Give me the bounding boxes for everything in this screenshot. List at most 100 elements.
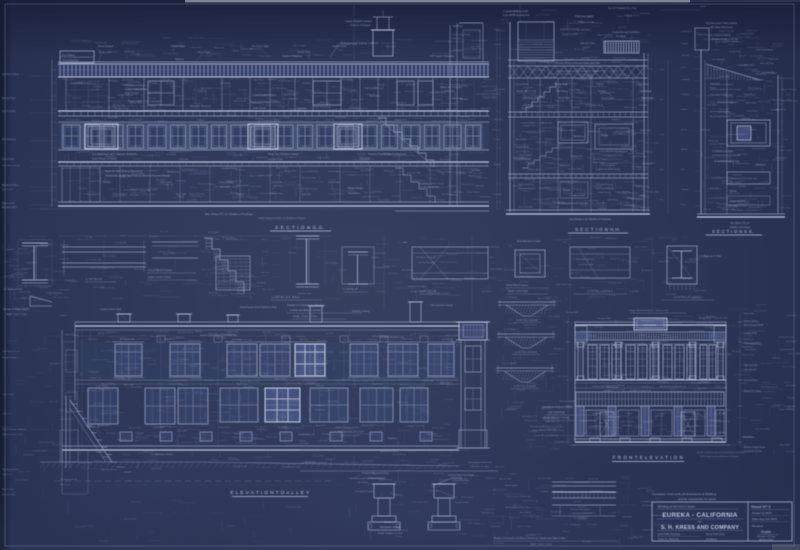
svg-text:4 x 5 ft Beam: 4 x 5 ft Beam [504,328,517,331]
svg-text:Concrete: Concrete [730,101,739,104]
svg-text:Terrazzo: Terrazzo [459,98,469,101]
svg-text:6-8 Copper Overflow: 6-8 Copper Overflow [430,54,454,58]
svg-text:Terrazzo: Terrazzo [305,383,314,386]
svg-text:2x4 Studs: 2x4 Studs [622,196,632,199]
svg-text:Tile Base: Tile Base [459,120,469,122]
svg-text:12 - 2 ft: 12 - 2 ft [160,230,168,233]
svg-text:Gravel Stop: Gravel Stop [603,419,615,422]
svg-text:Concrete: Concrete [577,506,586,509]
svg-text:I Beam 9 lbs: I Beam 9 lbs [363,380,375,382]
svg-text:Pipe Rail: Pipe Rail [267,365,276,367]
svg-text:Tile Base: Tile Base [602,414,612,416]
svg-text:Brick Wall: Brick Wall [513,158,523,160]
svg-text:Roof Rafters: Roof Rafters [62,54,76,57]
svg-text:Bond Course: Bond Course [574,436,587,438]
svg-text:Tile Base: Tile Base [640,197,650,199]
svg-text:3 ft: 3 ft [490,256,493,259]
svg-text:Anchor Bolts: Anchor Bolts [574,135,586,138]
svg-text:Wood Floor: Wood Floor [744,95,755,97]
svg-text:Lintel over: Lintel over [158,409,168,412]
svg-text:Steel Sash: Steel Sash [160,181,172,184]
svg-text:Copper Louvre: Copper Louvre [578,21,594,24]
svg-text:Bond Course: Bond Course [136,437,149,439]
svg-text:2x12 Joists 16 oc: 2x12 Joists 16 oc [39,441,56,444]
svg-text:Push Bars: Push Bars [691,413,700,415]
svg-text:Terrazzo: Terrazzo [645,151,654,153]
svg-text:Top Torn Sills: Top Torn Sills [744,364,758,367]
svg-text:Tile Base: Tile Base [732,351,742,353]
svg-text:Terrazzo: Terrazzo [603,76,612,78]
svg-text:Concrete: Concrete [633,184,642,187]
svg-text:Metal Lath: Metal Lath [600,92,611,95]
svg-text:Plastering Nº17: Plastering Nº17 [744,341,761,345]
svg-text:3x8 Rafters: 3x8 Rafters [689,258,700,261]
svg-text:10x12 Bond: 10x12 Bond [2,394,14,396]
svg-text:Copper Skylight moulded: Copper Skylight moulded [345,20,372,23]
svg-text:Metal Lath: Metal Lath [746,102,757,105]
svg-text:Gravel Stop: Gravel Stop [333,44,347,48]
svg-text:Copper Flashing: Copper Flashing [540,417,557,419]
svg-text:Copper Flashing: Copper Flashing [130,192,147,194]
svg-text:2x4 Wood Furring: 2x4 Wood Furring [125,84,145,87]
svg-text:Terrazzo: Terrazzo [459,478,468,480]
svg-text:Cement Finish: Cement Finish [741,32,756,35]
svg-text:Cast Iron Pipe: Cast Iron Pipe [580,42,595,45]
svg-text:Bond Course: Bond Course [148,155,161,157]
svg-text:Lintel over: Lintel over [182,441,192,444]
svg-text:Anchor Bolts: Anchor Bolts [772,159,784,162]
svg-text:Wood Floor: Wood Floor [131,501,142,503]
svg-text:Transparent Wire Glass in: Transparent Wire Glass in Ground or [530,425,564,428]
svg-text:I Beam 9 lbs: I Beam 9 lbs [265,437,277,439]
svg-text:Wood Floor: Wood Floor [519,49,530,51]
svg-text:Anchor Bolts: Anchor Bolts [748,206,760,209]
svg-text:Gravel Stop: Gravel Stop [587,56,599,59]
svg-text:Anchor Bolts: Anchor Bolts [362,424,374,427]
svg-text:of lot: of lot [786,98,791,101]
svg-text:Steel Sash: Steel Sash [493,542,504,545]
svg-text:Concrete: Concrete [296,335,305,338]
svg-text:I Beam 9 lbs: I Beam 9 lbs [119,177,131,179]
svg-text:2x4 Studs: 2x4 Studs [359,158,370,161]
svg-text:Pipe Rail: Pipe Rail [273,185,282,187]
svg-text:3x8 Rafters: 3x8 Rafters [442,338,454,341]
svg-text:first 10 Risers: first 10 Risers [516,150,530,153]
svg-text:Wire Glass: Wire Glass [451,341,461,343]
svg-text:Bond Course: Bond Course [518,526,531,528]
svg-text:Metal Lath: Metal Lath [361,169,372,172]
svg-text:Bond Course: Bond Course [625,107,638,109]
svg-text:Steel Sash: Steel Sash [317,339,328,342]
svg-text:Pipe Rail: Pipe Rail [548,429,557,431]
svg-text:Wood Floor: Wood Floor [610,259,621,261]
svg-text:Has Brick Front Masonry 10: Has Brick Front Masonry 10 [660,385,687,388]
svg-text:2 x 12 Concrete Coping: 2 x 12 Concrete Coping [706,34,731,37]
svg-text:Wood Floor: Wood Floor [534,84,545,86]
svg-text:Terrazzo: Terrazzo [325,352,334,354]
svg-text:Scale 1 inch = 1 foot: Scale 1 inch = 1 foot [6,313,27,316]
svg-text:Wire Glass: Wire Glass [653,405,663,407]
svg-text:3x8 Rafters: 3x8 Rafters [254,437,265,440]
svg-text:Copper Flashing: Copper Flashing [615,191,632,193]
svg-text:Wire Glass: Wire Glass [280,172,290,174]
svg-text:3x8 Rafters: 3x8 Rafters [265,94,276,97]
svg-text:Concrete: Concrete [395,180,404,183]
svg-text:Brick Wall: Brick Wall [208,333,218,335]
svg-text:Copper Flashing: Copper Flashing [236,339,253,341]
svg-text:Cement Finish: Cement Finish [603,374,618,377]
svg-text:Plaster: Plaster [557,128,564,131]
svg-text:Wire Glass: Wire Glass [530,516,540,518]
svg-text:10 in: 10 in [672,239,677,241]
svg-text:Help Hole Footing: Help Hole Footing [596,187,614,190]
svg-text:Wood Floor: Wood Floor [328,171,339,173]
svg-text:underside of 1 alley: underside of 1 alley [470,465,490,468]
svg-text:Metal Lath: Metal Lath [580,275,591,278]
svg-text:Brick Wall: Brick Wall [376,253,386,255]
svg-text:Cement Finish: Cement Finish [570,91,585,94]
svg-text:4 in Conc Slab: 4 in Conc Slab [364,88,379,90]
svg-text:Gravel Stop: Gravel Stop [655,318,667,321]
svg-text:Frames Anchored to Cement: Frames Anchored to Cement work [532,429,564,432]
svg-text:Wood Floor: Wood Floor [573,439,584,441]
svg-text:Anchor Bolts: Anchor Bolts [226,237,238,240]
svg-text:Basement Floor: Basement Floor [2,184,18,187]
svg-text:Concrete: Concrete [517,389,526,392]
svg-text:Anchor Bolts: Anchor Bolts [130,101,142,104]
